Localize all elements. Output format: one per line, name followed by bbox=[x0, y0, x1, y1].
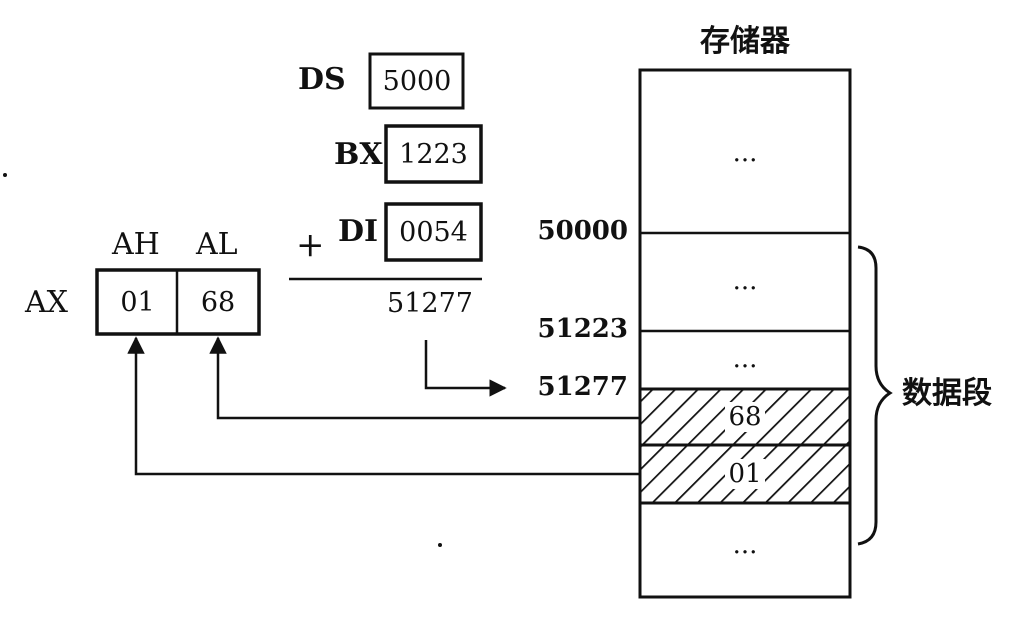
memory-cell-1: ... bbox=[640, 138, 850, 168]
address-51223: 51223 bbox=[537, 314, 628, 344]
bx-value: 1223 bbox=[399, 138, 468, 170]
ah-label: AH bbox=[112, 227, 160, 262]
data-segment-label: 数据段 bbox=[902, 376, 992, 411]
memory-title: 存储器 bbox=[700, 24, 790, 59]
bx-register-box bbox=[384, 124, 483, 184]
plus-sign: + bbox=[296, 225, 325, 265]
memory-cell-6: ... bbox=[640, 530, 850, 560]
memory-column bbox=[638, 68, 852, 599]
ds-label: DS bbox=[298, 62, 346, 97]
al-load-arrow bbox=[209, 336, 640, 420]
di-value: 0054 bbox=[399, 216, 468, 248]
memory-cell-3: ... bbox=[640, 344, 850, 374]
address-50000: 50000 bbox=[537, 216, 628, 246]
bx-label: BX bbox=[334, 137, 383, 172]
memory-cell-2: ... bbox=[640, 266, 850, 296]
al-value: 68 bbox=[200, 286, 236, 318]
ds-register-box bbox=[368, 52, 465, 110]
address-arrow bbox=[424, 340, 507, 397]
ds-value: 5000 bbox=[382, 65, 452, 97]
ax-label: AX bbox=[25, 285, 69, 320]
ah-value: 01 bbox=[120, 286, 155, 318]
memory-cell-68: 68 bbox=[640, 402, 850, 432]
di-label: DI bbox=[338, 214, 379, 249]
ah-load-arrow bbox=[127, 336, 640, 476]
al-label: AL bbox=[196, 227, 238, 262]
di-register-box bbox=[384, 202, 483, 262]
address-51277: 51277 bbox=[537, 372, 628, 402]
data-segment-brace bbox=[857, 245, 893, 546]
sum-value: 51277 bbox=[387, 287, 473, 319]
memory-cell-01: 01 bbox=[640, 459, 850, 489]
